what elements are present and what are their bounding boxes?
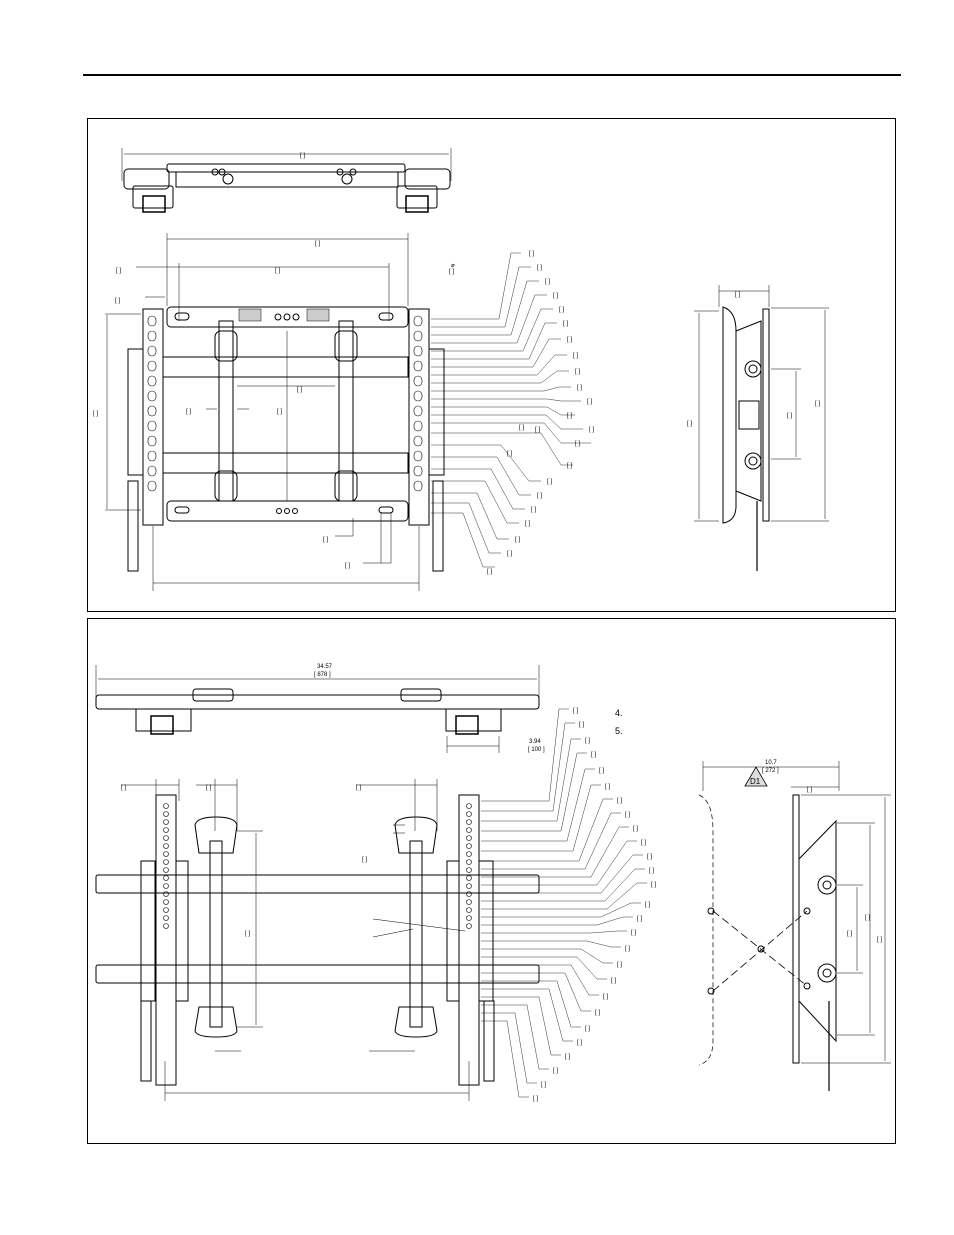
callout-18: [ ] xyxy=(567,463,572,469)
callout-9: [ ] xyxy=(575,369,580,375)
callout-25: [ ] xyxy=(487,569,492,575)
callout-10: [ ] xyxy=(577,385,582,391)
bcallout-20: [ ] xyxy=(603,994,608,1000)
dim-bottom-arm-width: [ ] xyxy=(206,785,211,791)
dim-offset-in: 3.94 xyxy=(529,739,541,745)
bcallout-11: [ ] xyxy=(647,854,652,860)
callout-23: [ ] xyxy=(515,537,520,543)
callout-21: [ ] xyxy=(531,507,536,513)
note-5: 5. xyxy=(615,726,623,736)
callout-2: [ ] xyxy=(537,265,542,271)
dim-arm-spacing: [ ] xyxy=(297,387,302,393)
dim-depth-mm: [ 272 ] xyxy=(762,768,779,774)
bcallout-18: [ ] xyxy=(617,962,622,968)
dim-lower-tab: [ ] xyxy=(323,537,328,543)
bcallout-6: [ ] xyxy=(605,784,610,790)
top-drawing-panel: [ ] [ ] [ ] [ ] [ ] ⌀ [ ] [ ] [ ] [ ] [ … xyxy=(87,118,896,612)
bcallout-26: [ ] xyxy=(541,1082,546,1088)
dim-vertical-center: [ ] xyxy=(277,409,282,415)
bcallout-27: [ ] xyxy=(533,1096,538,1102)
bcallout-1: [ ] xyxy=(573,708,578,714)
bcallout-3: [ ] xyxy=(585,738,590,744)
bottom-drawing-panel: 34.57 [ 878 ] 3.94 [ 100 ] 10.7 [ 272 ] … xyxy=(87,618,896,1144)
dim-left-offset: [ ] xyxy=(116,268,121,274)
dim-bottom-side-overall: [ ] xyxy=(877,937,882,943)
revision-symbol: D1 xyxy=(750,777,761,786)
bcallout-8: [ ] xyxy=(625,812,630,818)
diameter-symbol: ⌀ xyxy=(451,263,455,269)
callout-15: [ ] xyxy=(519,425,524,431)
bcallout-17: [ ] xyxy=(625,946,630,952)
bcallout-10: [ ] xyxy=(641,840,646,846)
callout-24: [ ] xyxy=(507,551,512,557)
bcallout-4: [ ] xyxy=(591,752,596,758)
callout-17: [ ] xyxy=(535,427,540,433)
callout-12: [ ] xyxy=(567,413,572,419)
top-mount-drawing: [ ] [ ] [ ] [ ] [ ] ⌀ [ ] [ ] [ ] [ ] [ … xyxy=(93,148,829,591)
bcallout-14: [ ] xyxy=(645,902,650,908)
bcallout-21: [ ] xyxy=(595,1010,600,1016)
dim-bottom-arm-width-right: [ ] xyxy=(356,785,361,791)
dim-bottom-arm-height: [ ] xyxy=(245,931,250,937)
bcallout-7: [ ] xyxy=(617,798,622,804)
bcallout-12: [ ] xyxy=(649,868,654,874)
bottom-mount-drawing: 34.57 [ 878 ] 3.94 [ 100 ] 10.7 [ 272 ] … xyxy=(95,664,891,1102)
dim-offset-mm: [ 100 ] xyxy=(528,747,545,753)
bcallout-2: [ ] xyxy=(579,722,584,728)
callout-6: [ ] xyxy=(563,321,568,327)
dim-lower-slot: [ ] xyxy=(345,563,350,569)
dim-rail-width: [ ] xyxy=(315,241,320,247)
note-4: 4. xyxy=(615,708,623,718)
bcallout-9: [ ] xyxy=(633,826,638,832)
dim-side-knob-spacing: [ ] xyxy=(787,413,792,419)
bcallout-23: [ ] xyxy=(577,1040,582,1046)
bcallout-22: [ ] xyxy=(585,1026,590,1032)
dim-post-height: [ ] xyxy=(93,411,98,417)
callout-11: [ ] xyxy=(587,399,592,405)
dim-overall-width: [ ] xyxy=(300,153,305,159)
dim-side-depth: [ ] xyxy=(735,292,740,298)
callout-1: [ ] xyxy=(529,251,534,257)
dim-overall-width-mm: [ 878 ] xyxy=(314,672,331,678)
bcallout-24: [ ] xyxy=(565,1054,570,1060)
callout-3: [ ] xyxy=(545,279,550,285)
callout-14: [ ] xyxy=(575,441,580,447)
bcallout-13: [ ] xyxy=(651,882,656,888)
dim-bottom-side-depth: [ ] xyxy=(807,787,812,793)
bcallout-25: [ ] xyxy=(553,1068,558,1074)
dim-slot-spacing: [ ] xyxy=(275,268,280,274)
bcallout-16: [ ] xyxy=(631,930,636,936)
bcallout-19: [ ] xyxy=(611,978,616,984)
callout-4: [ ] xyxy=(553,293,558,299)
callout-7: [ ] xyxy=(567,337,572,343)
callout-16: [ ] xyxy=(507,451,512,457)
callout-5: [ ] xyxy=(559,307,564,313)
dim-post-offset: [ ] xyxy=(115,298,120,304)
callout-13: [ ] xyxy=(589,427,594,433)
dim-bottom-post-offset: [ ] xyxy=(121,785,126,791)
dim-arm-offset: [ ] xyxy=(186,409,191,415)
dim-bottom-arm-gap: [ ] xyxy=(362,857,367,863)
dim-bottom-side-mid: [ ] xyxy=(865,915,870,921)
bcallout-15: [ ] xyxy=(637,916,642,922)
dim-overall-width-in: 34.57 xyxy=(317,664,333,670)
dim-side-overall: [ ] xyxy=(815,401,820,407)
callout-20: [ ] xyxy=(537,493,542,499)
dim-depth-in: 10.7 xyxy=(765,760,777,766)
header-rule xyxy=(83,74,901,76)
dim-side-height: [ ] xyxy=(687,421,692,427)
callout-8: [ ] xyxy=(573,353,578,359)
callout-22: [ ] xyxy=(525,521,530,527)
callout-19: [ ] xyxy=(547,479,552,485)
dim-hole-diameter: [ ] xyxy=(449,269,454,275)
bcallout-5: [ ] xyxy=(599,768,604,774)
dim-bottom-side-knob: [ ] xyxy=(847,931,852,937)
